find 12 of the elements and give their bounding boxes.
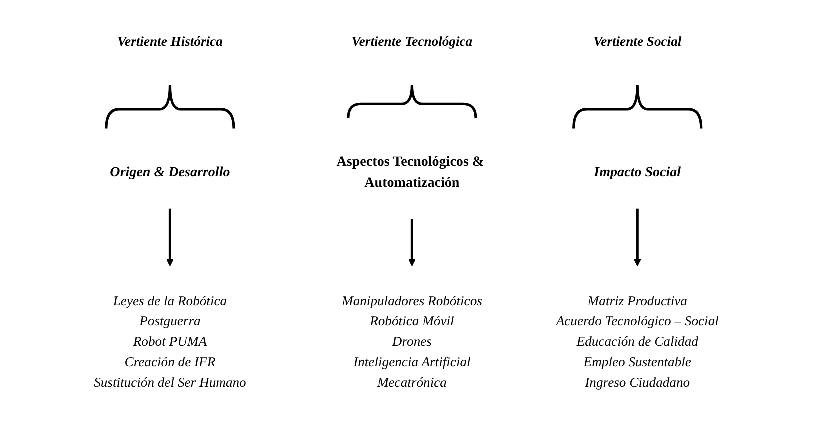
node-text: Manipuladores Robóticos Robótica Móvil Drones Inteligencia Artificial Mecatrónica [342,294,482,390]
node-text: Origen & Desarrollo [110,163,230,180]
node-text: Aspectos Tecnológicos & Automatización [336,152,484,190]
node-text: Matriz Productiva Acuerdo Tecnológico – Social Educación de Calidad Empleo Sustentable Ingreso Ciudadano [556,294,719,390]
arrow [166,208,174,266]
node-text: Vertiente Social [594,34,682,50]
arrow [408,219,416,266]
node-text: Impacto Social [594,163,682,180]
node-text: Leyes de la Robótica Postguerra Robot PUMA Creación de IFR Sustitución del Ser Humano [94,294,246,390]
node-text: Vertiente Tecnológica [352,34,473,50]
arrow [634,208,642,266]
node-text: Vertiente Histórica [117,34,223,50]
